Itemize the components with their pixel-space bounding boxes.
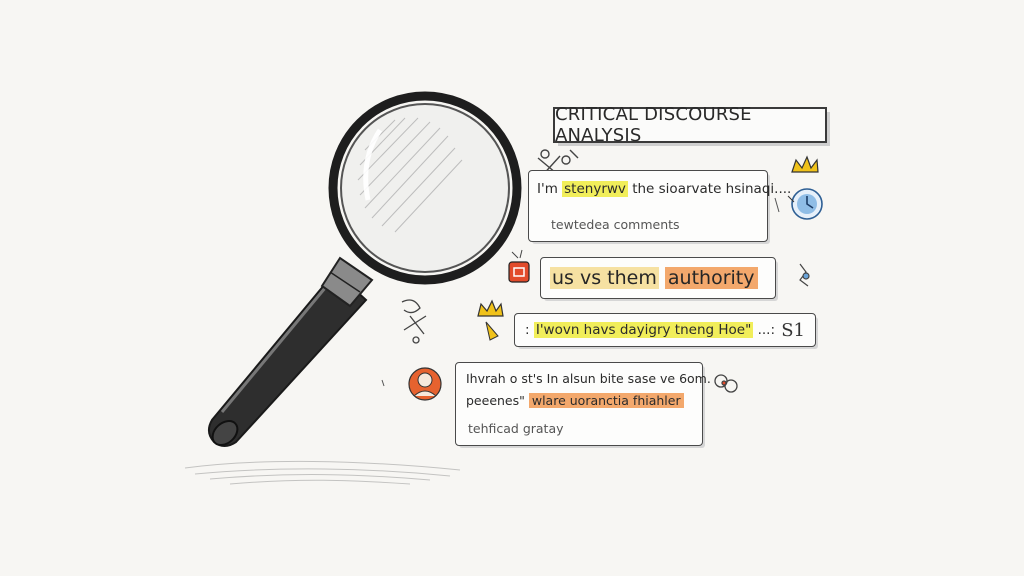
comment-bubble: I'm stenyrwv the sioarvate hsinaqi.... t… <box>528 170 791 242</box>
comment-line: peeenes" wlare uoranctia fhiahler <box>466 393 684 408</box>
decoration-marks <box>381 197 780 387</box>
quote-line: : I'wovn havs dayigry tneng Hoe" ...: <box>525 322 775 338</box>
highlighted-phrase: I'wovn havs dayigry tneng Hoe" <box>533 322 754 338</box>
comment-subline: tewtedea comments <box>551 217 680 232</box>
tag-us-vs-them: us vs them <box>550 267 659 289</box>
section-badge: S1 <box>781 320 805 341</box>
speech-icon <box>508 249 530 283</box>
comment-text: peeenes" <box>466 393 529 408</box>
crown-icon <box>477 299 504 341</box>
doodle-icon <box>401 299 427 344</box>
ground-shadow <box>184 460 461 485</box>
quote-suffix: ...: <box>753 322 776 338</box>
highlighted-phrase: stenyrwv <box>562 181 628 197</box>
tag-line: us vs them authority <box>550 267 758 289</box>
comment-subline: tehficad gratay <box>468 421 564 436</box>
clock-icon <box>787 188 823 220</box>
highlighted-phrase: wlare uoranctia fhiahler <box>528 393 684 408</box>
comment-bubble: Ihvrah o st's In alsun bite sase ve 6om.… <box>455 362 711 446</box>
tag-bubble: us vs them authority <box>540 257 776 299</box>
quote-bubble: : I'wovn havs dayigry tneng Hoe" ...: S1 <box>514 313 816 347</box>
comment-line: Ihvrah o st's In alsun bite sase ve 6om. <box>466 371 711 386</box>
crown-icon <box>791 155 819 173</box>
page-title: CRITICAL DISCOURSE ANALYSIS <box>553 104 827 146</box>
person-avatar-icon <box>408 367 442 401</box>
tag-authority: authority <box>664 267 758 289</box>
comment-line: I'm stenyrwv the sioarvate hsinaqi.... <box>537 181 791 197</box>
comment-text: I'm <box>537 181 563 197</box>
comment-text: the sioarvate hsinaqi.... <box>627 181 792 197</box>
doodle-icon <box>714 374 738 393</box>
magnifying-glass-icon <box>208 91 522 447</box>
doodle-icon <box>799 263 810 287</box>
quote-prefix: : <box>525 322 534 338</box>
